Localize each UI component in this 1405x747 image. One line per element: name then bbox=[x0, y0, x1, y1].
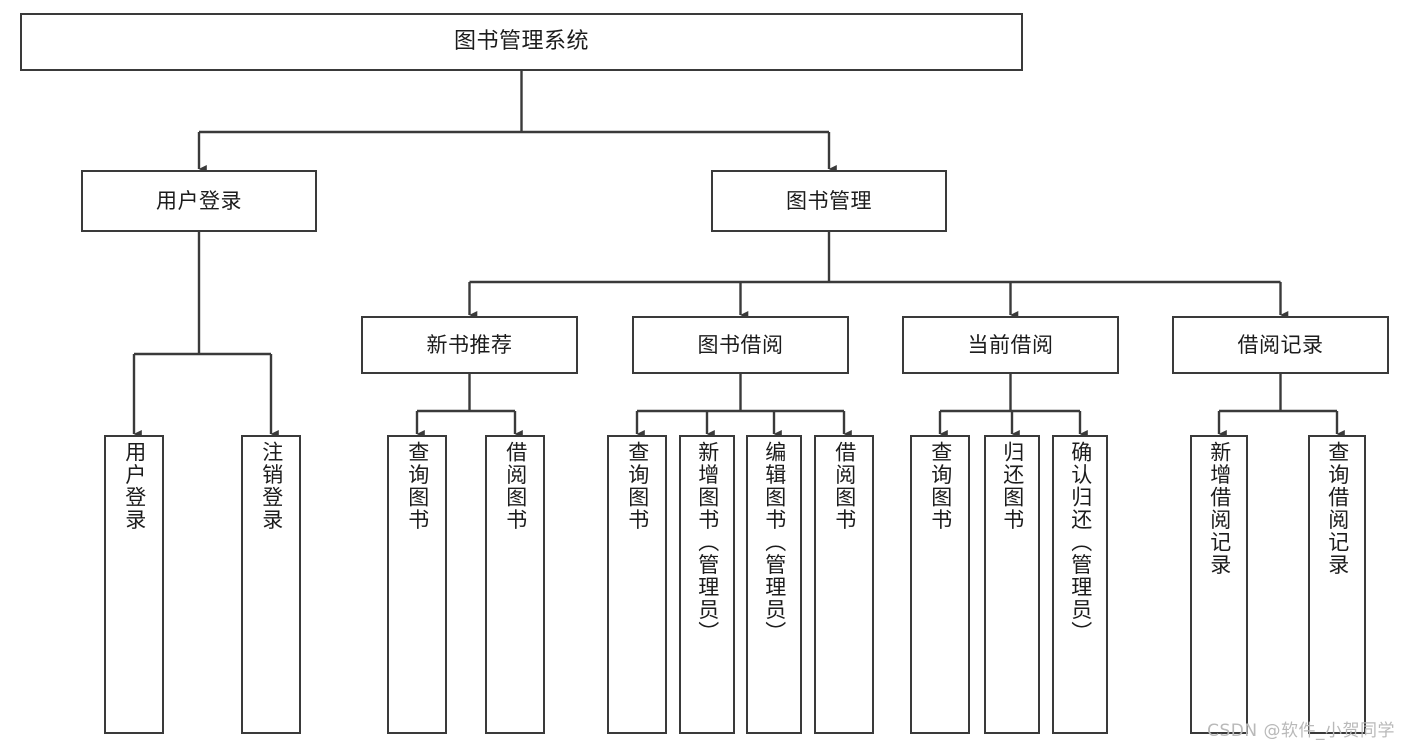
node-leaf_12[interactable]: 查询借阅记录 bbox=[1308, 435, 1366, 734]
node-label: 注销登录 bbox=[259, 441, 284, 531]
node-label: 归还图书 bbox=[1000, 441, 1025, 531]
node-label: 用户登录 bbox=[122, 441, 147, 531]
node-label: 编辑图书（管理员） bbox=[762, 441, 787, 644]
node-label: 图书借阅 bbox=[697, 332, 784, 357]
node-leaf_0[interactable]: 用户登录 bbox=[104, 435, 164, 734]
node-leaf_10[interactable]: 确认归还（管理员） bbox=[1052, 435, 1108, 734]
node-label: 图书管理 bbox=[786, 188, 872, 213]
node-l3_3[interactable]: 借阅记录 bbox=[1172, 316, 1389, 374]
node-label: 图书管理系统 bbox=[453, 28, 589, 54]
node-leaf_9[interactable]: 归还图书 bbox=[984, 435, 1040, 734]
node-label: 借阅图书 bbox=[503, 441, 528, 531]
node-l3_2[interactable]: 当前借阅 bbox=[902, 316, 1119, 374]
node-l2_0[interactable]: 用户登录 bbox=[81, 170, 317, 232]
node-l2_1[interactable]: 图书管理 bbox=[711, 170, 947, 232]
node-label: 查询图书 bbox=[405, 441, 430, 531]
node-leaf_8[interactable]: 查询图书 bbox=[910, 435, 970, 734]
watermark-text: CSDN @软件_小贺同学 bbox=[1207, 721, 1395, 741]
node-label: 查询图书 bbox=[625, 441, 650, 531]
node-leaf_5[interactable]: 新增图书（管理员） bbox=[679, 435, 735, 734]
node-label: 当前借阅 bbox=[967, 332, 1054, 357]
node-leaf_6[interactable]: 编辑图书（管理员） bbox=[746, 435, 802, 734]
node-leaf_4[interactable]: 查询图书 bbox=[607, 435, 667, 734]
node-root[interactable]: 图书管理系统 bbox=[20, 13, 1023, 71]
node-l3_1[interactable]: 图书借阅 bbox=[632, 316, 849, 374]
node-label: 新增图书（管理员） bbox=[695, 441, 720, 644]
connector-lines bbox=[132, 71, 1345, 439]
node-label: 查询图书 bbox=[928, 441, 953, 531]
node-label: 新增借阅记录 bbox=[1207, 441, 1232, 576]
node-l3_0[interactable]: 新书推荐 bbox=[361, 316, 578, 374]
node-leaf_11[interactable]: 新增借阅记录 bbox=[1190, 435, 1248, 734]
node-label: 确认归还（管理员） bbox=[1068, 441, 1093, 644]
node-label: 借阅记录 bbox=[1237, 332, 1324, 357]
node-label: 查询借阅记录 bbox=[1325, 441, 1350, 576]
node-leaf_1[interactable]: 注销登录 bbox=[241, 435, 301, 734]
node-leaf_3[interactable]: 借阅图书 bbox=[485, 435, 545, 734]
node-label: 用户登录 bbox=[156, 188, 242, 213]
node-leaf_2[interactable]: 查询图书 bbox=[387, 435, 447, 734]
node-leaf_7[interactable]: 借阅图书 bbox=[814, 435, 874, 734]
node-label: 新书推荐 bbox=[426, 332, 513, 357]
node-label: 借阅图书 bbox=[832, 441, 857, 531]
